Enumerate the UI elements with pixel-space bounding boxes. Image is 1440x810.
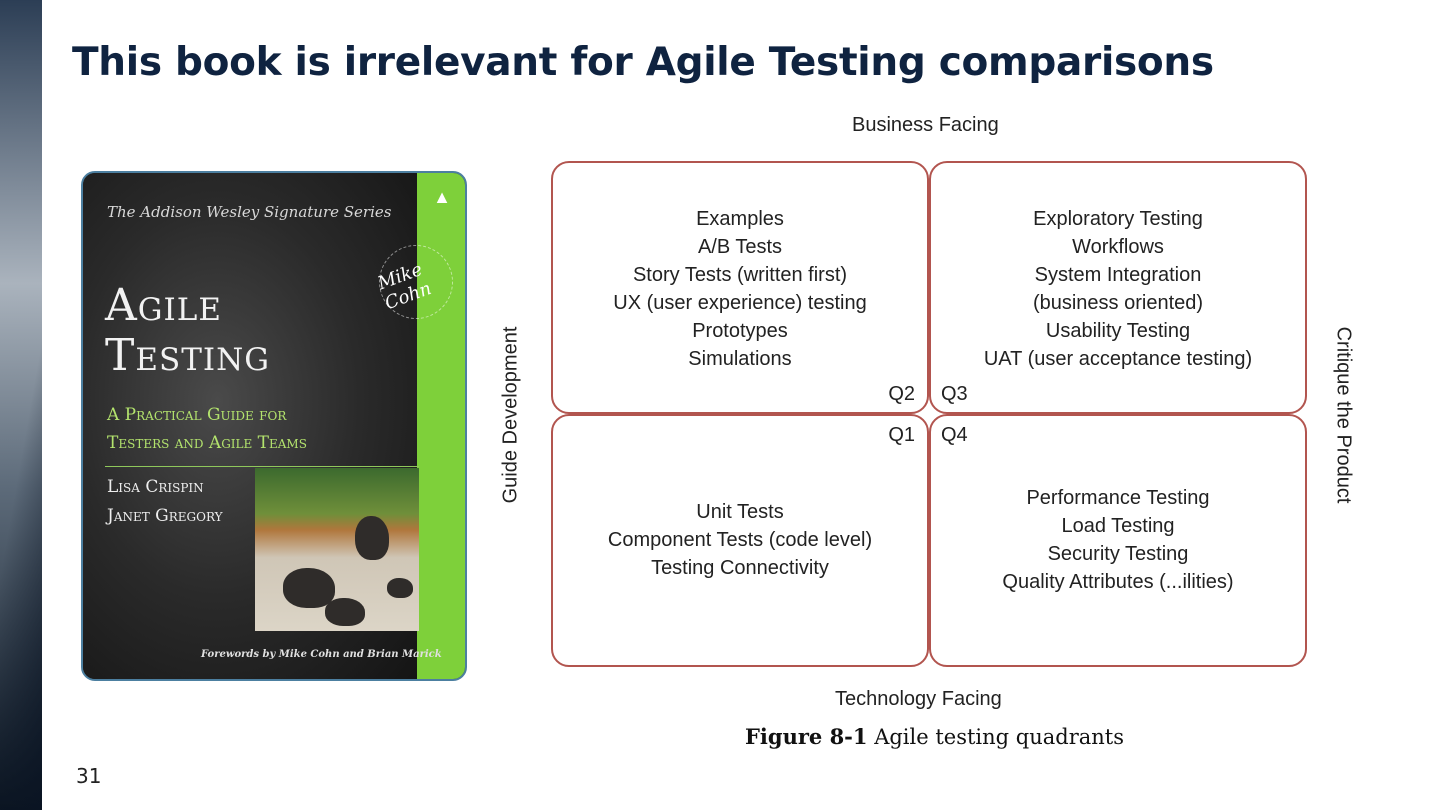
rock-shape (355, 516, 389, 560)
book-author-1: Lisa Crispin (107, 477, 204, 497)
quadrant-q1-tag: Q1 (888, 424, 915, 446)
book-green-stripe (417, 173, 465, 679)
q2-item: A/B Tests (697, 236, 783, 258)
q3-item: System Integration (1034, 264, 1202, 286)
q1-item: Testing Connectivity (651, 557, 829, 579)
book-subtitle-line1: A Practical Guide for (107, 405, 287, 425)
rock-shape (387, 578, 413, 598)
axis-label-bottom: Technology Facing (835, 688, 1002, 710)
q3-item: Workflows (1072, 236, 1164, 258)
figure-caption-text: Agile testing quadrants (874, 725, 1125, 749)
rock-shape (325, 598, 365, 626)
book-title: Agile Testing (105, 281, 270, 381)
q2-item: Story Tests (written first) (632, 264, 848, 286)
quadrant-q4-tag: Q4 (941, 424, 968, 446)
quadrant-q4-items: Performance Testing Load Testing Securit… (931, 484, 1305, 596)
axis-label-right: Critique the Product (1332, 326, 1355, 504)
accent-bar (0, 0, 42, 810)
publisher-logo-icon: ▲ (433, 187, 451, 207)
slide-title: This book is irrelevant for Agile Testin… (72, 40, 1214, 85)
book-title-line1: Agile (105, 280, 222, 331)
q4-item: Security Testing (1047, 543, 1189, 565)
q3-item: Usability Testing (1045, 320, 1191, 342)
quadrant-q3-items: Exploratory Testing Workflows System Int… (931, 205, 1305, 373)
quadrant-q4: Q4 Performance Testing Load Testing Secu… (929, 414, 1307, 667)
q1-item: Unit Tests (696, 501, 784, 523)
book-cover: ▲ The Addison Wesley Signature Series Mi… (81, 171, 467, 681)
q2-item: Examples (696, 208, 784, 230)
q3-item: Exploratory Testing (1033, 208, 1203, 230)
quadrant-q2: Examples A/B Tests Story Tests (written … (551, 161, 929, 414)
q4-item: Performance Testing (1026, 487, 1210, 509)
axis-label-left: Guide Development (499, 326, 522, 504)
quadrant-q3: Exploratory Testing Workflows System Int… (929, 161, 1307, 414)
book-author-2: Janet Gregory (107, 506, 223, 526)
book-series: The Addison Wesley Signature Series (107, 203, 392, 221)
axis-label-top: Business Facing (852, 114, 999, 136)
quadrant-q2-items: Examples A/B Tests Story Tests (written … (553, 205, 927, 373)
figure-caption-label: Figure 8-1 (745, 724, 868, 749)
book-authors: Lisa Crispin Janet Gregory (107, 473, 223, 531)
figure-caption: Figure 8-1 Agile testing quadrants (745, 724, 1124, 749)
quadrant-q3-tag: Q3 (941, 383, 968, 405)
q4-item: Quality Attributes (...ilities) (1002, 571, 1234, 593)
q2-item: Simulations (688, 348, 792, 370)
rock-shape (283, 568, 335, 608)
q3-item: (business oriented) (1032, 292, 1204, 314)
q1-item: Component Tests (code level) (607, 529, 873, 551)
q4-item: Load Testing (1061, 515, 1175, 537)
book-photo-garden (255, 468, 419, 631)
book-title-line2: Testing (105, 330, 271, 381)
book-subtitle: A Practical Guide for Testers and Agile … (107, 401, 307, 457)
page-number: 31 (76, 764, 102, 788)
quadrant-q1: Q1 Unit Tests Component Tests (code leve… (551, 414, 929, 667)
quadrant-q2-tag: Q2 (888, 383, 915, 405)
book-subtitle-line2: Testers and Agile Teams (107, 433, 307, 453)
q2-item: Prototypes (692, 320, 788, 342)
book-forewords: Forewords by Mike Cohn and Brian Marick (201, 649, 442, 660)
book-seal-text: Mike Cohn (374, 258, 435, 315)
book-divider (105, 466, 419, 467)
q2-item: UX (user experience) testing (613, 292, 867, 314)
quadrant-q1-items: Unit Tests Component Tests (code level) … (553, 498, 927, 582)
q3-item: UAT (user acceptance testing) (983, 348, 1253, 370)
